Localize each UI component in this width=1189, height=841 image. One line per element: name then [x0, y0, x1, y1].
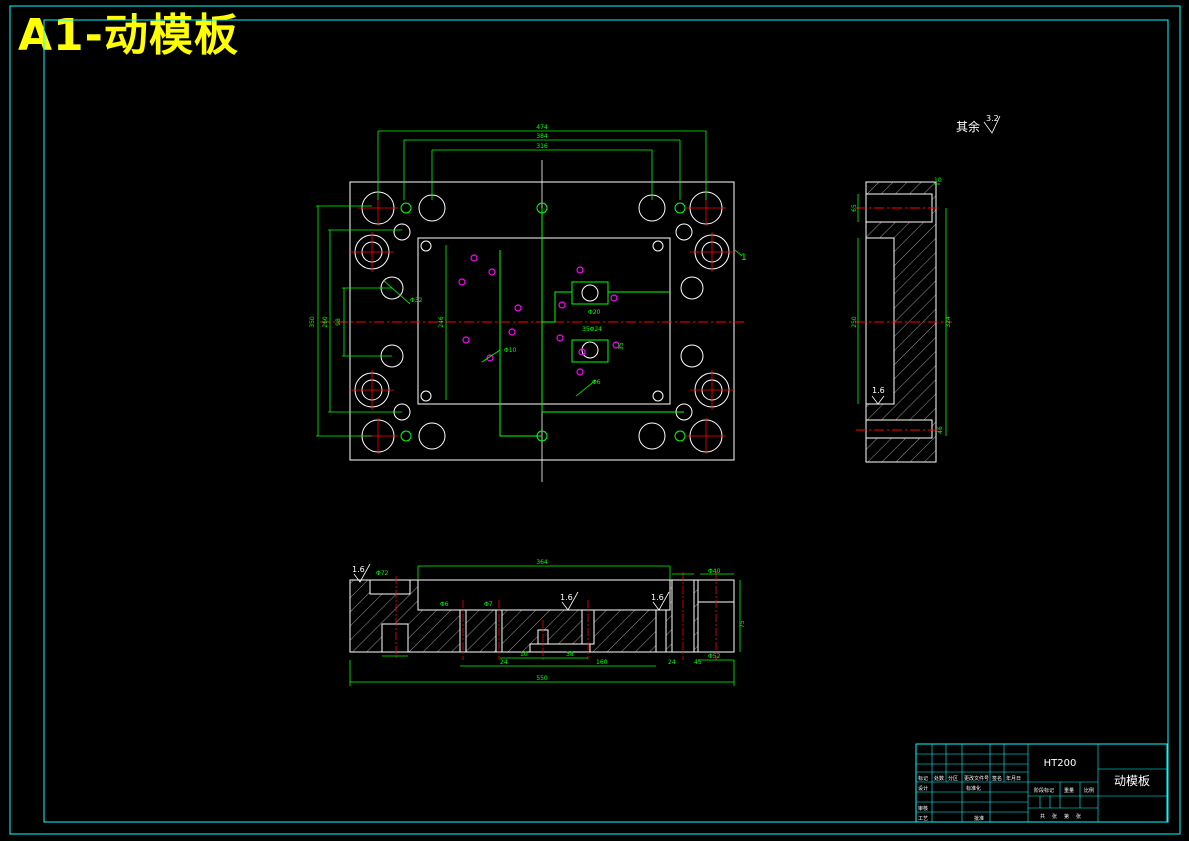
bore-dim-6: Φ6: [440, 601, 449, 608]
section-roughness-3: 1.6: [651, 593, 664, 602]
title-block: HT200 动模板 标记 设计 审核 工艺 处数 分区 更改文件号 签名 年月日…: [915, 743, 1168, 823]
section-dim-160: 160: [596, 659, 608, 666]
inner-frame: [43, 19, 1169, 823]
tb-col-date: 年月日: [1006, 775, 1021, 782]
plan-dim-474: 474: [536, 124, 548, 131]
title-block-material: HT200: [1044, 758, 1077, 769]
section-dim-10: 10: [520, 651, 528, 658]
tb-col-change: 更改文件号: [964, 775, 989, 782]
tb-sheet-unit-2: 张: [1076, 813, 1081, 820]
plan-dim-316: 316: [536, 143, 548, 150]
tb-row-design: 设计: [918, 785, 928, 792]
roughness-note-value: 3.2: [986, 114, 999, 123]
hole-label-20: Φ20: [588, 309, 601, 316]
bore-dim-40: Φ40: [708, 568, 721, 575]
plan-dim-98: 98: [335, 318, 342, 326]
roughness-note: 其余 3.2: [956, 114, 1001, 134]
section-dim-38: 38: [566, 651, 574, 658]
tb-approve: 批准: [974, 815, 984, 822]
plan-view: 474 384 316 350 260 98 246 Φ32 Φ20 Φ10 Φ…: [309, 124, 747, 482]
hole-label-32: Φ32: [410, 297, 423, 304]
section-roughness-2: 1.6: [560, 593, 573, 602]
section-marker: 1: [741, 253, 747, 263]
bore-dim-7: Φ7: [484, 601, 493, 608]
side-dim-324: 324: [945, 316, 952, 328]
title-block-part-name: 动模板: [1114, 774, 1150, 788]
plan-dim-246: 246: [438, 316, 445, 328]
tb-col-sign: 签名: [992, 775, 1002, 782]
side-dim-65: 65: [851, 204, 858, 212]
tb-sheet-unit-1: 张: [1052, 813, 1057, 820]
section-dim-550: 550: [536, 675, 548, 682]
bore-dim-52: Φ52: [708, 653, 721, 660]
tb-row-review: 审核: [918, 805, 928, 812]
tb-col-zone: 分区: [948, 775, 958, 782]
side-dim-250: 250: [851, 316, 858, 328]
roughness-note-text: 其余: [956, 119, 980, 134]
hole-label-10: Φ10: [504, 347, 517, 354]
tb-stage: 阶段标记: [1034, 787, 1054, 794]
plan-dim-350: 350: [309, 316, 316, 328]
drawing-title: A1-动模板: [18, 10, 239, 61]
tb-scale: 比例: [1084, 787, 1094, 794]
tb-sheet-total: 共: [1040, 813, 1045, 820]
section-view: 364 550 24 10 38 160 24 45 Φ72 Φ52 Φ40 Φ…: [349, 559, 746, 686]
plan-inner-pocket: [417, 237, 671, 405]
bore-dim-72: Φ72: [376, 570, 389, 577]
side-dim-46: 46: [937, 426, 944, 434]
plan-dim-384: 384: [536, 133, 548, 140]
plan-dim-260: 260: [322, 316, 329, 328]
section-dim-24b: 24: [668, 659, 676, 666]
side-dim-10: 10: [934, 177, 942, 184]
tb-col-count: 处数: [934, 775, 944, 782]
pocket-label-35: 35: [618, 342, 625, 350]
pocket-label-24: 35Φ24: [582, 326, 602, 333]
section-dim-45: 45: [694, 659, 702, 666]
tb-row-process: 工艺: [918, 816, 928, 822]
section-dim-24a: 24: [500, 659, 508, 666]
tb-standard: 标准化: [966, 785, 981, 792]
side-roughness: 1.6: [872, 386, 885, 395]
hole-label-6: Φ6: [592, 379, 601, 386]
side-view: 250 324 65 46 10 1.6: [851, 177, 952, 463]
section-dim-364: 364: [536, 559, 548, 566]
section-height-75: 75: [739, 620, 746, 628]
outer-frame: [9, 5, 1181, 835]
tb-weight: 重量: [1064, 787, 1074, 794]
section-roughness-1: 1.6: [352, 565, 365, 574]
tb-row-mark: 标记: [918, 775, 928, 782]
tb-sheet-no: 第: [1064, 813, 1069, 820]
